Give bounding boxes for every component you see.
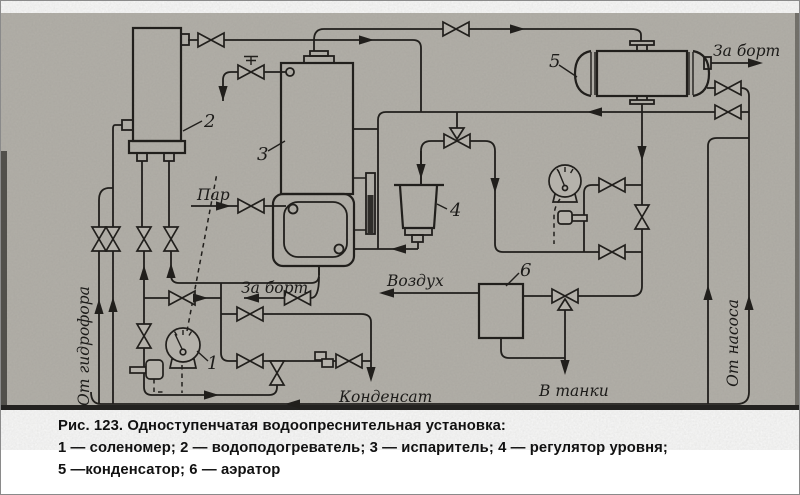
label-steam: Пар [196, 186, 230, 204]
three-way-valve-tanks [551, 288, 579, 311]
caption-line-1: Рис. 123. Одноступенчатая водоопреснител… [58, 418, 506, 434]
number-aerator: 6 [520, 260, 531, 281]
number-water-heater: 2 [203, 111, 215, 132]
label-from-pump: От насоса [724, 299, 742, 387]
label-condensate: Конденсат [338, 388, 432, 406]
caption-line-3: 5 —конденсатор; 6 — аэратор [58, 462, 281, 478]
valves [91, 21, 742, 386]
scan-edge-right [795, 13, 799, 410]
salinometer-gauge [165, 327, 201, 393]
aerator-vessel [477, 282, 525, 340]
water-heater-vessel [121, 26, 190, 162]
number-salinometer: 1 [207, 353, 218, 374]
label-to-tanks: В танки [538, 382, 609, 400]
salinometer-sensor [129, 359, 164, 393]
pipework [90, 28, 757, 405]
figure-caption: Рис. 123. Одноступенчатая водоопреснител… [58, 415, 778, 481]
evaporator-vessel [271, 50, 376, 275]
caption-line-2: 1 — соленомер; 2 — водоподогреватель; 3 … [58, 440, 668, 456]
label-air: Воздух [386, 272, 444, 290]
label-overboard-mid: За борт [241, 279, 308, 297]
distillate-gauge [548, 164, 582, 244]
label-from-hydrophore: От гидрофора [75, 286, 93, 406]
condenser-vessel [573, 49, 711, 98]
three-way-valve-feed [443, 127, 471, 149]
label-overboard-top: За борт [713, 42, 780, 60]
scan-edge-bottom [1, 405, 799, 410]
number-level-regulator: 4 [449, 200, 461, 221]
paper-grain-texture [1, 13, 799, 410]
sight-glass [353, 172, 376, 235]
scan-edge-left [1, 151, 7, 410]
number-condenser: 5 [549, 51, 560, 72]
salinometer-link-dashed [186, 172, 218, 332]
leader-lines [182, 64, 578, 362]
number-evaporator: 3 [257, 144, 268, 165]
distillate-sensor [557, 210, 588, 225]
